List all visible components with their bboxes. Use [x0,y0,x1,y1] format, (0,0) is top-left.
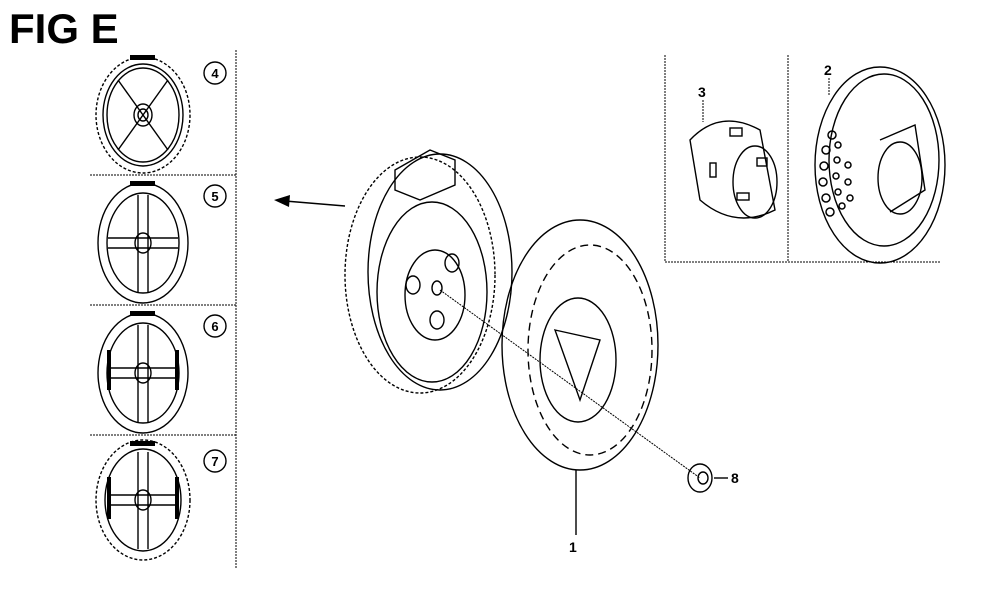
callout-5: 5 [211,189,218,204]
variant-column-frame [90,50,237,568]
starter-pulley-part-2: 2 [814,62,946,264]
callout-3: 3 [698,84,706,100]
flywheel-variant-4: 4 [95,55,227,174]
callout-1: 1 [569,539,577,555]
figure-title: FIG E [9,5,119,52]
callout-6: 6 [211,319,218,334]
inset-frame [664,55,940,263]
callout-7: 7 [211,454,218,469]
flywheel-variant-7: 7 [95,439,227,561]
callout-4: 4 [211,66,219,81]
flywheel-variant-5: 5 [97,181,227,304]
callout-2: 2 [824,62,832,78]
cooling-fan: 1 [501,219,659,555]
collar-part-3: 3 [689,84,778,219]
flywheel-main [344,149,701,479]
callout-8: 8 [731,470,739,486]
flywheel-variant-6: 6 [97,311,227,434]
flange-nut: 8 [687,463,739,493]
reference-arrow [274,195,346,207]
